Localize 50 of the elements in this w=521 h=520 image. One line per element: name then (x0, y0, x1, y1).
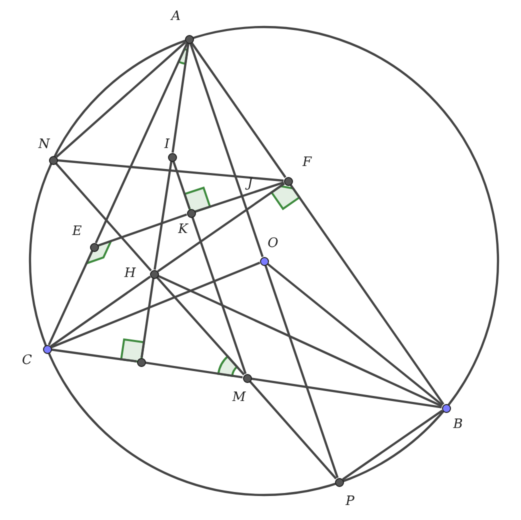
line-segment (55, 162, 152, 272)
point-label: O (268, 237, 278, 251)
point-label: C (22, 354, 32, 368)
point-label: E (72, 225, 82, 239)
point-label: N (38, 138, 50, 152)
point-dot (334, 478, 344, 486)
point-label: P (346, 495, 354, 509)
line-segment (172, 43, 190, 153)
point-dot (242, 374, 252, 382)
point-dot (150, 270, 158, 278)
line-segment (98, 213, 188, 247)
point-dot (90, 242, 98, 252)
line-segment (251, 378, 442, 408)
line-segment (57, 159, 284, 182)
line-segment (189, 42, 264, 258)
line-segment (290, 184, 444, 405)
point-label: M (232, 391, 246, 405)
point-dot (168, 152, 176, 162)
line-segment (190, 42, 286, 178)
point-dot (48, 156, 58, 164)
line-segment (266, 262, 444, 406)
point-label: F (302, 156, 312, 170)
point-dot (42, 344, 52, 354)
point-dot (284, 176, 292, 186)
line-segment (342, 410, 443, 480)
line-segment (50, 262, 260, 348)
line-segment (158, 274, 442, 408)
line-segment (194, 181, 284, 213)
line-segment (249, 380, 337, 480)
point-label: H (124, 267, 136, 281)
point-label: A (171, 10, 181, 24)
line-segment (156, 276, 245, 376)
line-segment (56, 41, 186, 158)
line-segment (50, 276, 151, 348)
line-segment (48, 250, 94, 346)
line-segment (154, 161, 172, 270)
point-dot (260, 256, 268, 266)
point-label: B (453, 418, 463, 432)
line-segment (191, 216, 247, 374)
line-segment (264, 264, 339, 478)
line-segment (172, 160, 191, 210)
point-label: K (178, 223, 188, 237)
point-label: J (247, 177, 253, 191)
point-dot (184, 34, 194, 44)
line-segment (140, 278, 154, 358)
line-segment (94, 42, 188, 244)
point-label: I (164, 138, 170, 152)
line-segment (51, 348, 137, 362)
line-segment (157, 182, 285, 272)
line-segment (145, 362, 243, 378)
